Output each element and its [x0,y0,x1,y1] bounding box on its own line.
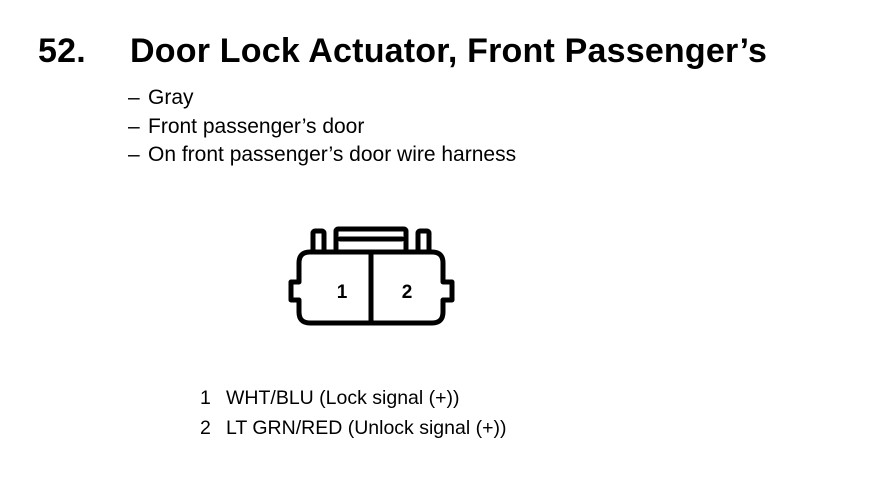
detail-text: Gray [148,86,194,109]
section-title: Door Lock Actuator, Front Passenger’s [130,32,768,70]
detail-text: Front passenger’s door [148,114,365,138]
detail-dash: – [128,114,140,138]
cavity-label-2: 2 [402,282,413,303]
detail-line-color: –Gray [128,84,516,113]
pin-row: 2 LT GRN/RED (Unlock signal (+)) [200,414,506,444]
pin-row: 1 WHT/BLU (Lock signal (+)) [200,384,506,414]
connector-guide-post-right [415,228,432,255]
detail-line-harness: –On front passenger’s door wire harness [128,141,516,170]
cavity-label-1: 1 [337,282,348,303]
pin-description: WHT/BLU (Lock signal (+)) [226,387,460,409]
page-title: 52. Door Lock Actuator, Front Passenger’s [38,28,767,74]
detail-line-location: –Front passenger’s door [128,113,516,142]
pin-description: LT GRN/RED (Unlock signal (+)) [226,416,507,439]
connector-body [288,249,455,326]
pin-number: 1 [200,387,211,409]
pin-number: 2 [200,416,211,439]
detail-dash: – [128,86,140,109]
pin-assignment-list: 1 WHT/BLU (Lock signal (+)) 2 LT GRN/RED (… [200,384,506,443]
connector-face-diagram: 1 2 [288,226,455,326]
detail-dash: – [128,143,140,166]
connector-details: –Gray –Front passenger’s door –On front … [128,84,516,170]
connector-guide-post-left [310,228,327,255]
section-number: 52. [38,32,86,70]
detail-text: On front passenger’s door wire harness [148,143,517,166]
